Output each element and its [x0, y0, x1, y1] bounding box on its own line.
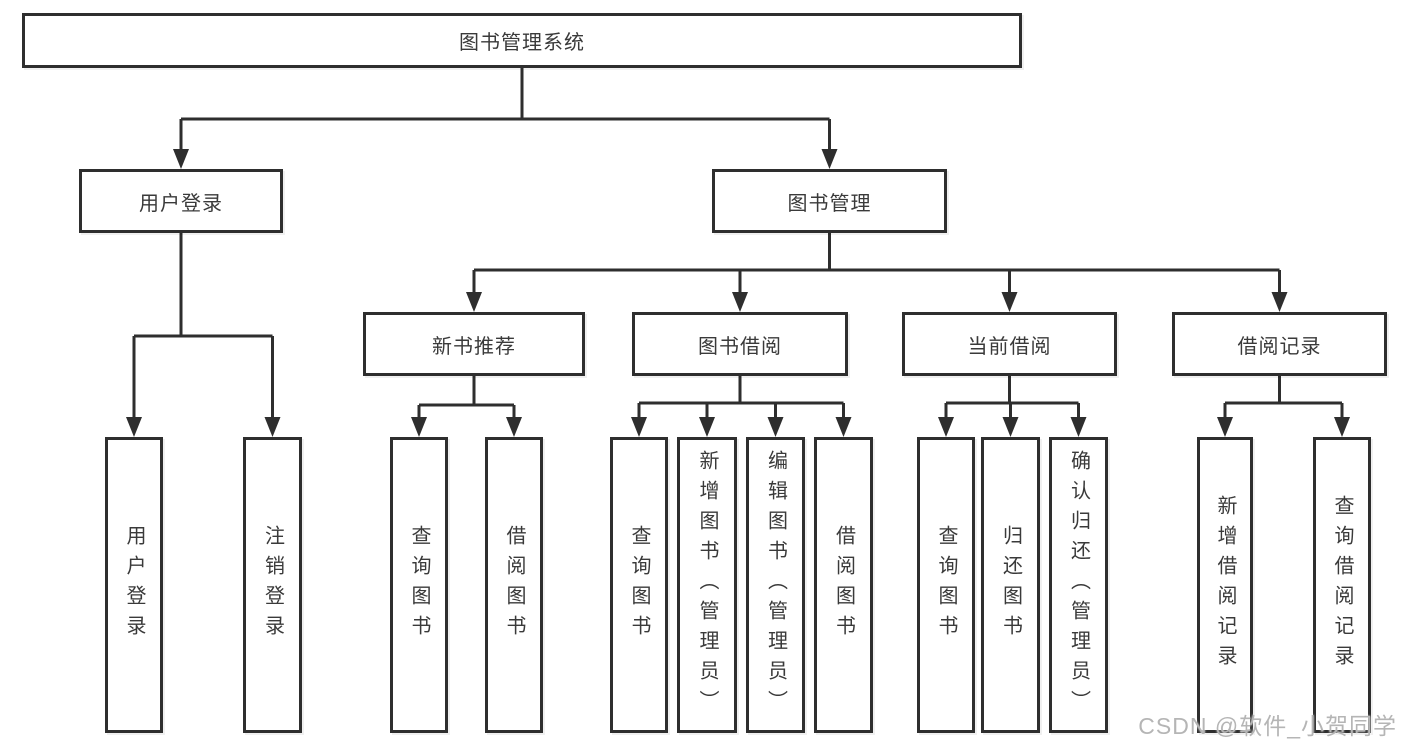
node-label: 借阅记录 — [1237, 335, 1322, 358]
node-label: 借阅图书 — [832, 525, 855, 645]
node-label: 查询图书 — [935, 525, 957, 645]
leaf-user-login: 用户登录 — [105, 437, 163, 733]
node-label: 新增图书（管理员） — [696, 450, 718, 720]
leaf-return-books: 归还图书 — [981, 437, 1040, 733]
leaf-logout-login: 注销登录 — [243, 437, 302, 733]
node-label: 用户登录 — [123, 525, 145, 645]
leaf-edit-books-admin: 编辑图书（管理员） — [746, 437, 805, 733]
leaf-borrow-books: 借阅图书 — [814, 437, 873, 733]
node-label: 当前借阅 — [967, 335, 1052, 358]
node-current-borrow: 当前借阅 — [902, 312, 1117, 376]
node-user-login: 用户登录 — [79, 169, 283, 233]
leaf-query-books-borrow: 查询图书 — [610, 437, 668, 733]
node-label: 新增借阅记录 — [1214, 495, 1236, 675]
node-label: 查询图书 — [628, 525, 650, 645]
node-library-management-system: 图书管理系统 — [22, 13, 1022, 68]
leaf-add-books-admin: 新增图书（管理员） — [677, 437, 737, 733]
node-label: 新书推荐 — [432, 335, 516, 358]
node-label: 图书借阅 — [698, 335, 782, 358]
node-label: 图书管理 — [787, 192, 872, 215]
node-label: 用户登录 — [139, 192, 223, 215]
arrowheads — [126, 149, 1350, 437]
node-label: 图书管理系统 — [459, 32, 585, 54]
node-book-management: 图书管理 — [712, 169, 947, 233]
node-book-borrow: 图书借阅 — [632, 312, 848, 376]
leaf-confirm-return-admin: 确认归还（管理员） — [1049, 437, 1108, 733]
leaf-borrow-books-recommend: 借阅图书 — [485, 437, 543, 733]
node-label: 确认归还（管理员） — [1067, 450, 1090, 720]
node-label: 编辑图书（管理员） — [764, 450, 787, 720]
node-label: 查询借阅记录 — [1331, 495, 1353, 675]
node-new-book-recommend: 新书推荐 — [363, 312, 585, 376]
node-label: 查询图书 — [408, 525, 430, 645]
leaf-query-books-current: 查询图书 — [917, 437, 975, 733]
node-label: 注销登录 — [261, 525, 284, 645]
node-label: 归还图书 — [999, 525, 1022, 645]
node-label: 借阅图书 — [503, 525, 525, 645]
node-borrow-records: 借阅记录 — [1172, 312, 1387, 376]
leaf-add-borrow-record: 新增借阅记录 — [1197, 437, 1253, 733]
leaf-query-borrow-record: 查询借阅记录 — [1313, 437, 1371, 733]
leaf-query-books-recommend: 查询图书 — [390, 437, 448, 733]
